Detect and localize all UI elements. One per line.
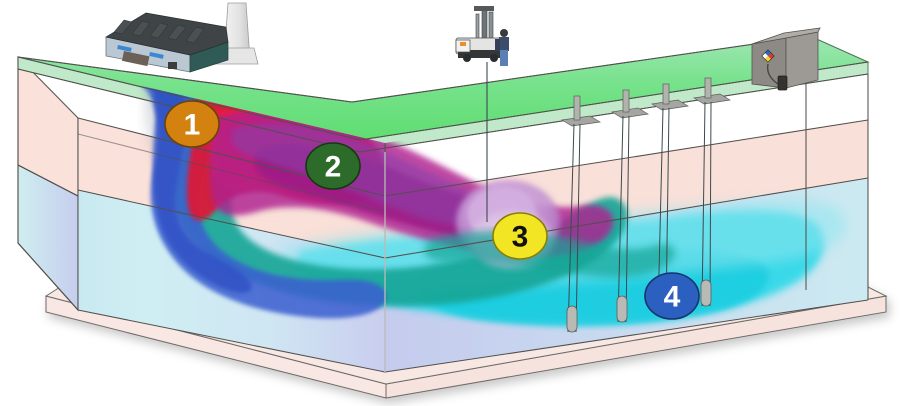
rig-truck-deck	[458, 50, 508, 58]
marker-2[interactable]: 2	[305, 142, 361, 190]
well-2-screen	[616, 295, 628, 323]
outline-base-front-left	[77, 309, 386, 373]
monitoring-well-1[interactable]	[560, 95, 602, 333]
well-2-casing-left	[617, 115, 624, 323]
factory-roof	[105, 12, 229, 56]
well-4-screen	[700, 279, 712, 307]
outline-shelf-step-right	[384, 119, 869, 197]
left-face-saturated	[18, 165, 78, 310]
outline-base-front-right	[384, 299, 869, 373]
factory-building[interactable]	[105, 2, 259, 73]
outline-watertable-left	[77, 189, 386, 259]
marker-3-label: 3	[512, 221, 529, 254]
marker-4-label: 4	[664, 281, 681, 314]
factory-door-small	[168, 62, 177, 69]
purple-transition	[231, 123, 494, 226]
marker-1-ellipse	[164, 100, 220, 148]
well-1-casing-right	[575, 123, 581, 333]
well-1-screen	[566, 305, 578, 333]
rig-operator	[495, 29, 509, 66]
outline-watertable-leftface	[17, 164, 79, 197]
shed-roof	[751, 27, 821, 45]
operator-head	[500, 29, 508, 37]
rig-derrick-top	[474, 6, 494, 11]
factory-window-a	[117, 44, 132, 52]
marker-3[interactable]: 3	[492, 212, 548, 260]
operator-arm	[495, 39, 500, 51]
outline-top-back-left	[17, 56, 353, 103]
outline-contact-left	[77, 133, 386, 213]
outline-base-left	[17, 242, 79, 311]
drilling-rig[interactable]	[455, 6, 509, 66]
operator-torso	[499, 37, 509, 51]
monitoring-well-2[interactable]	[610, 89, 650, 323]
outline-green-edge-left	[17, 56, 361, 141]
well-2-riser	[622, 89, 630, 113]
marker-2-ellipse	[305, 142, 361, 190]
marker-3-ellipse	[492, 212, 548, 260]
rig-wheel-left	[463, 54, 471, 62]
outline-watertable-right	[384, 177, 869, 259]
operator-legs	[500, 50, 508, 66]
left-face	[17, 55, 79, 312]
left-face-vadose	[18, 57, 78, 196]
rig-light	[460, 42, 466, 46]
shed-drum	[777, 75, 788, 91]
marker-4-ellipse	[644, 272, 700, 320]
shed-hose	[766, 63, 779, 85]
marker-1[interactable]: 1	[164, 100, 220, 148]
storage-shed[interactable]	[751, 27, 821, 91]
marker-4[interactable]: 4	[644, 272, 700, 320]
hazard-placard-icon	[761, 49, 775, 63]
well-1-riser	[573, 95, 581, 121]
shed-side	[785, 31, 819, 89]
well-1-pad	[560, 115, 602, 127]
markers-group: 1 2 3 4	[164, 100, 700, 320]
well-4-casing-left	[701, 101, 706, 307]
well-2-casing-right	[625, 115, 630, 323]
monitoring-well-4[interactable]	[692, 77, 732, 307]
factory-roof-sawteeth	[113, 19, 205, 44]
marker-2-label: 2	[325, 151, 342, 184]
teal-tail-plume	[424, 230, 675, 278]
marker-1-label: 1	[184, 109, 201, 142]
rig-wheel-right	[490, 54, 498, 62]
factory-window-b	[149, 51, 164, 59]
outline-top-back-right	[351, 35, 811, 103]
well-1-casing-left	[567, 123, 575, 333]
factory-door	[121, 51, 150, 67]
well-4-riser	[704, 77, 712, 99]
well-3-riser	[662, 83, 670, 105]
well-4-casing-right	[709, 101, 712, 307]
